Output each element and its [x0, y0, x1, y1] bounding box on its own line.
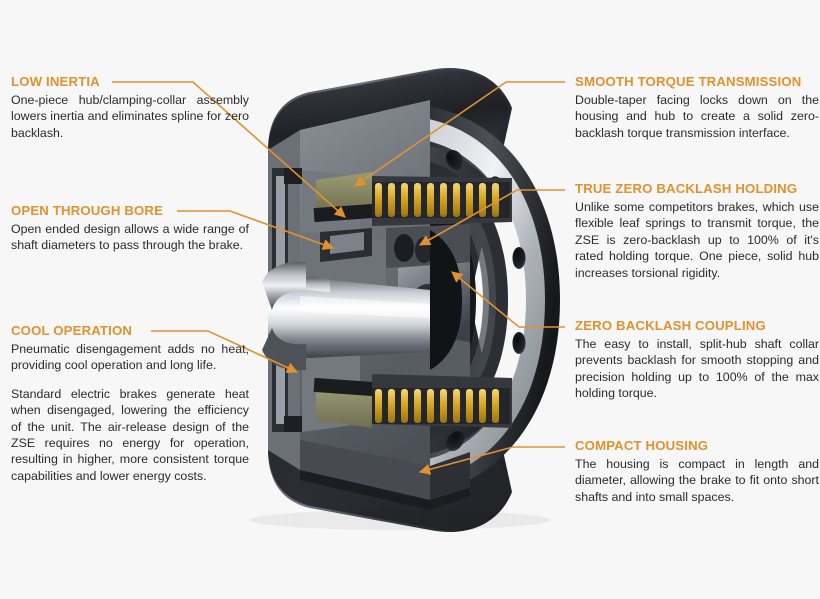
callout-compact-housing: COMPACT HOUSING The housing is compact i… — [575, 438, 819, 505]
open-through-bore — [262, 261, 430, 371]
callout-cool-operation: COOL OPERATION Pneumatic disengagement a… — [11, 323, 249, 484]
callout-body-compact-housing: The housing is compact in length and dia… — [575, 457, 819, 504]
callout-body-open-through-bore: Open ended design allows a wide range of… — [11, 222, 249, 253]
callout-heading-zero-backlash-coupling: ZERO BACKLASH COUPLING — [575, 318, 766, 333]
callout-body-true-zero-backlash-holding: Unlike some competitors brakes, which us… — [575, 200, 819, 280]
coil-spring-upper — [372, 182, 510, 218]
callout-zero-backlash-coupling: ZERO BACKLASH COUPLING The easy to insta… — [575, 318, 819, 402]
callout-heading-open-through-bore: OPEN THROUGH BORE — [11, 203, 164, 218]
coil-spring-lower — [372, 388, 510, 424]
callout-heading-true-zero-backlash-holding: TRUE ZERO BACKLASH HOLDING — [575, 181, 798, 196]
callout-low-inertia: LOW INERTIA One-piece hub/clamping-colla… — [11, 74, 249, 141]
callout-body-low-inertia: One-piece hub/clamping-collar assembly l… — [11, 93, 249, 140]
callout-heading-low-inertia: LOW INERTIA — [11, 74, 100, 89]
callout-smooth-torque-transmission: SMOOTH TORQUE TRANSMISSION Double-taper … — [575, 74, 819, 141]
callout-open-through-bore: OPEN THROUGH BORE Open ended design allo… — [11, 203, 249, 254]
callout-body-zero-backlash-coupling: The easy to install, split-hub shaft col… — [575, 337, 819, 401]
callout-true-zero-backlash-holding: TRUE ZERO BACKLASH HOLDING Unlike some c… — [575, 181, 819, 281]
callout-body-cool-operation-1: Pneumatic disengagement adds no heat, pr… — [11, 342, 249, 373]
callout-heading-cool-operation: COOL OPERATION — [11, 323, 133, 338]
callout-heading-compact-housing: COMPACT HOUSING — [575, 438, 709, 453]
callout-body-cool-operation-2: Standard electric brakes generate heat w… — [11, 386, 249, 483]
friction-facing-lower — [316, 386, 372, 428]
callout-body-smooth-torque-transmission: Double-taper facing locks down on the ho… — [575, 93, 819, 140]
callout-heading-smooth-torque-transmission: SMOOTH TORQUE TRANSMISSION — [575, 74, 802, 89]
